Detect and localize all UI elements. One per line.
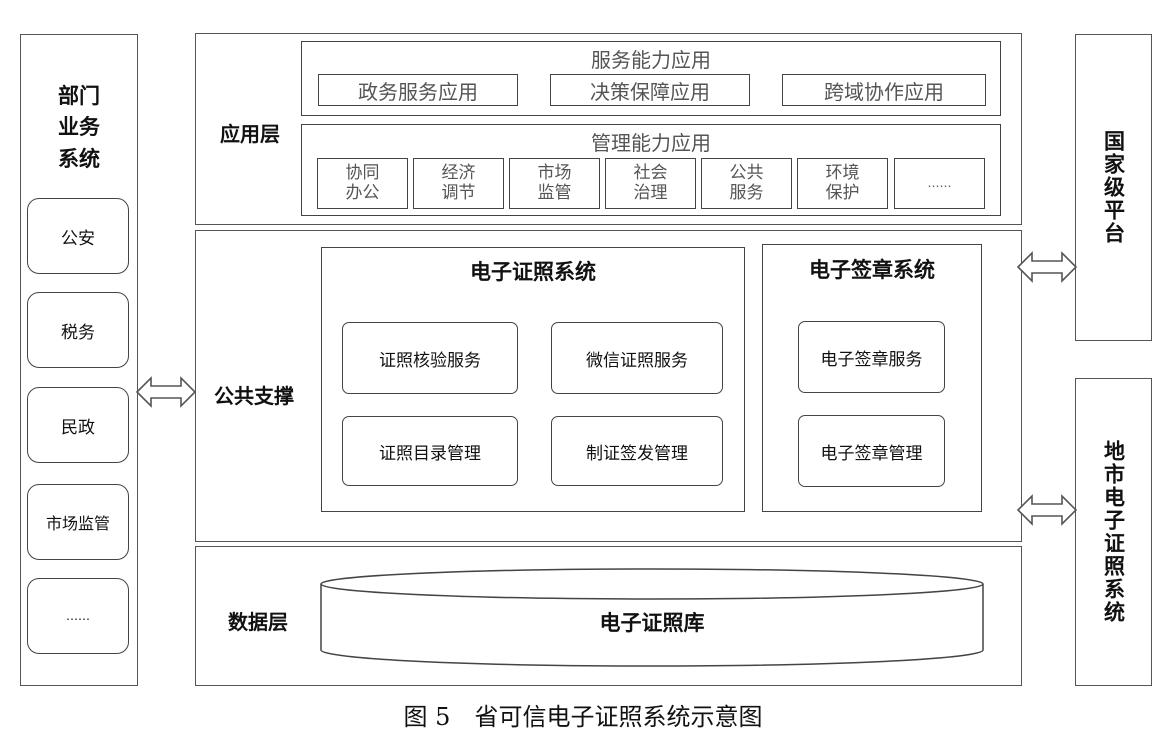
management-app-line: 协同 [345, 162, 380, 183]
public-support-label: 公共支撑 [214, 384, 294, 408]
department-title-line-2: 业务 [58, 115, 100, 140]
management-app-item: 协同 办公 [317, 158, 408, 209]
national-platform-panel: 国家级平台 [1075, 34, 1152, 341]
double-arrow-icon [135, 376, 197, 408]
department-item-label: …… [66, 609, 90, 623]
management-app-line: 经济 [441, 162, 476, 183]
wechat-license-service: 微信证照服务 [551, 322, 723, 394]
e-license-system-title: 电子证照系统 [470, 260, 596, 284]
management-app-item: 社会 治理 [605, 158, 696, 209]
department-item-more: …… [27, 578, 129, 654]
department-item-label: 民政 [61, 417, 95, 438]
management-app-line: 保护 [825, 182, 860, 203]
management-app-item: 市场 监管 [509, 158, 600, 209]
service-app-item: 政务服务应用 [318, 74, 518, 106]
license-catalog-management: 证照目录管理 [342, 416, 518, 486]
e-seal-system-title: 电子签章系统 [809, 258, 935, 282]
department-title-line-1: 部门 [58, 83, 100, 108]
department-item-label: 税务 [61, 322, 95, 343]
city-license-system-panel: 地市电子证照系统 [1075, 378, 1152, 686]
department-item-tax: 税务 [27, 292, 129, 368]
management-app-line: 市场 [537, 162, 572, 183]
department-item-public-security: 公安 [27, 198, 129, 274]
application-layer-label: 应用层 [220, 122, 280, 146]
figure-caption: 图 5 省可信电子证照系统示意图 [403, 702, 763, 731]
management-app-line: 监管 [537, 182, 572, 203]
service-app-item: 决策保障应用 [550, 74, 750, 106]
management-app-line: 办公 [345, 182, 380, 203]
database-cylinder [320, 568, 984, 667]
database-cylinder-body [320, 584, 984, 667]
city-license-system-label: 地市电子证照系统 [1101, 440, 1126, 624]
department-item-label: 公安 [61, 228, 95, 249]
management-app-item: 公共 服务 [701, 158, 792, 209]
department-systems-title: 部门 业务 系统 [20, 72, 138, 184]
management-app-line: 环境 [825, 162, 860, 183]
department-item-label: 市场监管 [45, 514, 110, 533]
double-arrow-icon [1016, 494, 1078, 526]
service-capability-title: 服务能力应用 [591, 47, 711, 72]
license-verification-service: 证照核验服务 [342, 322, 518, 394]
management-app-item: 环境 保护 [797, 158, 888, 209]
license-issuance-management: 制证签发管理 [551, 416, 723, 486]
management-app-line: 调节 [441, 182, 476, 203]
management-app-line: 社会 [633, 162, 668, 183]
department-item-market-supervision: 市场监管 [27, 484, 129, 560]
department-item-civil-affairs: 民政 [27, 387, 129, 463]
department-title-line-3: 系统 [58, 146, 100, 171]
management-app-line: 公共 [729, 162, 764, 183]
management-capability-title: 管理能力应用 [591, 130, 711, 155]
management-app-item: …… [894, 158, 985, 209]
service-app-item: 跨域协作应用 [782, 74, 986, 106]
database-cylinder-top [320, 568, 984, 600]
management-app-line: 治理 [633, 182, 668, 203]
e-seal-service: 电子签章服务 [798, 321, 945, 393]
management-app-line: 服务 [729, 182, 764, 203]
double-arrow-icon [1016, 251, 1078, 283]
database-label: 电子证照库 [599, 611, 705, 635]
e-seal-management: 电子签章管理 [798, 415, 945, 487]
management-app-line: …… [927, 175, 952, 190]
management-app-item: 经济 调节 [413, 158, 504, 209]
national-platform-label: 国家级平台 [1101, 130, 1126, 245]
data-layer-label: 数据层 [228, 610, 288, 634]
